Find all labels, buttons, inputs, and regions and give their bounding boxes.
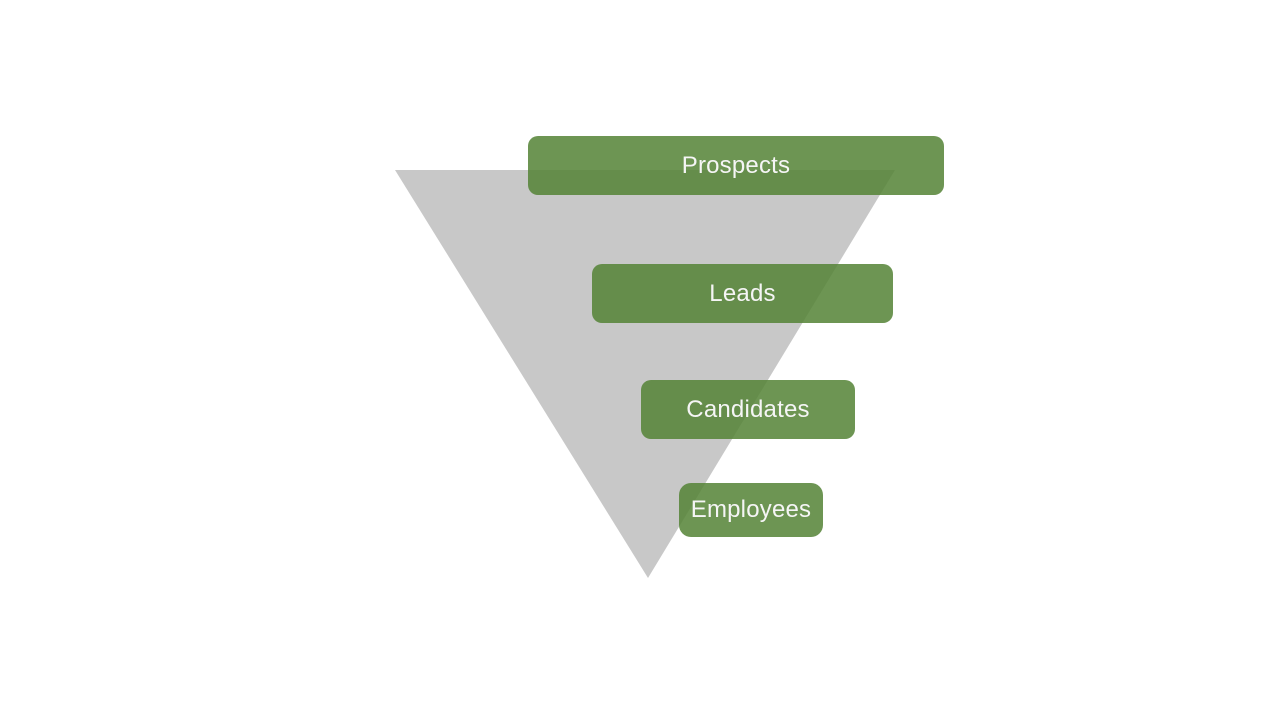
- funnel-stage-label: Candidates: [686, 395, 810, 423]
- funnel-stage-label: Employees: [690, 496, 812, 523]
- funnel-stage-employees: Employees: [679, 483, 823, 537]
- funnel-stage-label: Leads: [709, 279, 776, 307]
- funnel-stage-candidates: Candidates: [641, 380, 855, 439]
- funnel-stage-leads: Leads: [592, 264, 893, 323]
- funnel-stage-prospects: Prospects: [528, 136, 944, 195]
- funnel-stage-label: Prospects: [681, 151, 791, 179]
